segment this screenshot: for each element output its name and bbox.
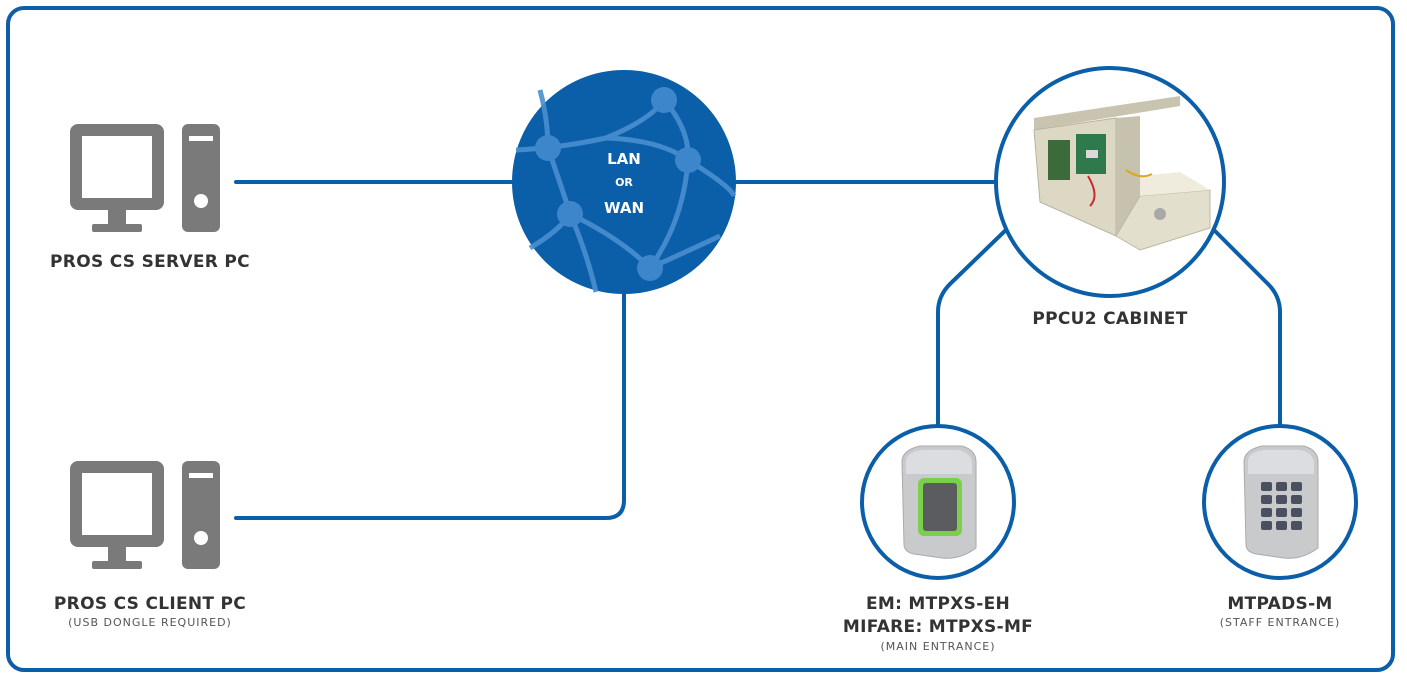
staff-reader-label: MTPADS-M [1227, 594, 1333, 614]
main-reader-label-em: EM: MTPXS-EH [865, 594, 1011, 614]
keypad-reader-image [1202, 424, 1358, 580]
cabinet-image [994, 66, 1226, 298]
client-pc-label: PROS CS CLIENT PC [53, 594, 247, 614]
network-to-client-line [234, 290, 626, 520]
staff-reader-note: (STAFF ENTRANCE) [1219, 616, 1341, 629]
network-label-lan: LAN [607, 150, 641, 168]
network-label-wan: WAN [603, 199, 645, 217]
network-label-or: OR [615, 176, 633, 189]
client-pc-note: (USB DONGLE REQUIRED) [68, 616, 232, 629]
server-pc-icon [70, 124, 220, 232]
cabinet-label: PPCU2 CABINET [1032, 309, 1188, 329]
main-reader-label-mifare: MIFARE: MTPXS-MF [842, 617, 1034, 637]
cabinet-to-main-reader-line [936, 224, 1012, 428]
globe-icon [512, 70, 737, 294]
cabinet-to-staff-reader-line [1208, 224, 1282, 428]
main-reader-note: (MAIN ENTRANCE) [880, 640, 996, 653]
proximity-reader-image [860, 424, 1016, 580]
server-pc-label: PROS CS SERVER PC [50, 252, 250, 272]
diagram-frame [6, 6, 1395, 672]
client-pc-icon [70, 461, 220, 569]
